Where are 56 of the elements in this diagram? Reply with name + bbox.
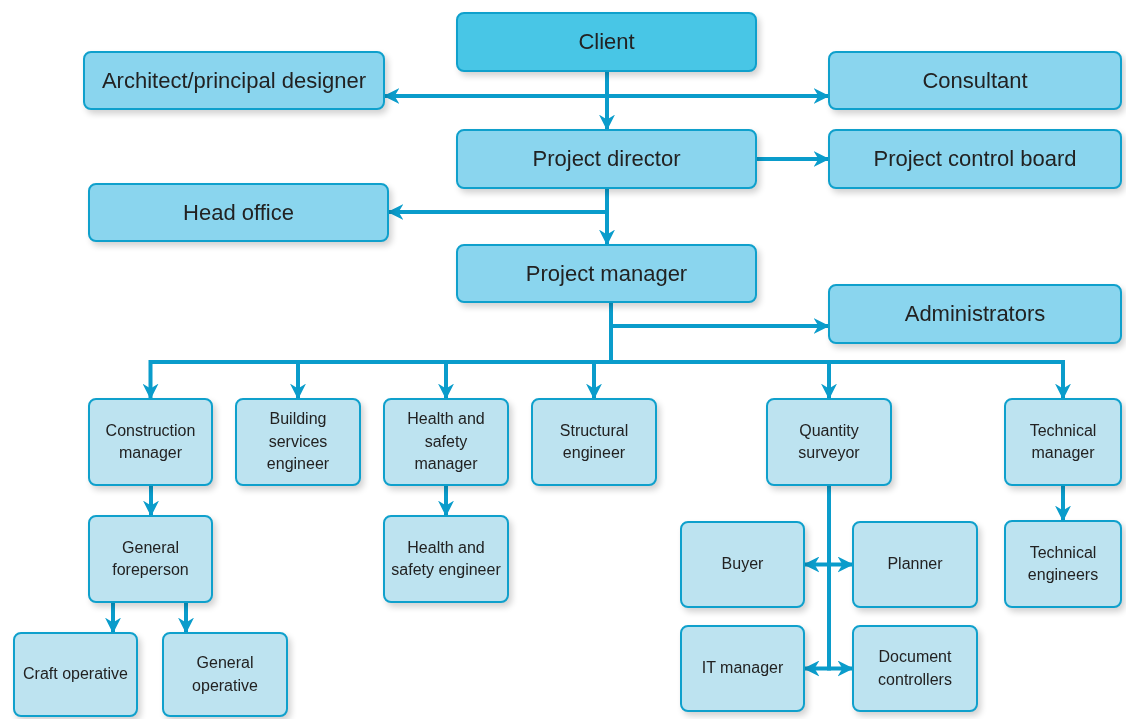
- role-box: [88, 398, 213, 486]
- connector-arrow: [827, 486, 854, 677]
- role-label: Craft operative: [23, 664, 128, 685]
- role-box: [680, 625, 805, 712]
- role-label: Project director: [532, 146, 681, 172]
- connector-arrow: [438, 486, 454, 517]
- role-box: [456, 12, 757, 72]
- role-box: [828, 51, 1122, 110]
- role-label: Technical manager: [1028, 420, 1098, 463]
- role-label: Consultant: [922, 67, 1028, 94]
- role-box: [828, 284, 1122, 344]
- role-label: Planner: [887, 554, 943, 575]
- role-label: Administrators: [904, 301, 1046, 327]
- role-label: Architect/principal designer: [101, 67, 367, 94]
- role-label: Building services engineer: [265, 409, 331, 475]
- role-box: [1004, 398, 1122, 486]
- role-label: Head office: [183, 199, 294, 226]
- connector-arrow: [105, 603, 121, 634]
- role-box: [852, 625, 978, 712]
- role-box: [1004, 520, 1122, 608]
- role-box: [383, 398, 509, 486]
- connector-arrow: [609, 303, 1071, 400]
- role-label: Buyer: [721, 554, 764, 575]
- role-box: [83, 51, 385, 110]
- connector-arrow: [599, 189, 615, 246]
- role-label: General foreperson: [111, 537, 190, 580]
- role-label: Construction manager: [104, 420, 197, 463]
- role-box: [531, 398, 657, 486]
- role-box: [88, 515, 213, 603]
- role-box: [13, 632, 138, 717]
- role-box: [162, 632, 288, 717]
- role-box: [235, 398, 361, 486]
- role-label: Project manager: [525, 260, 688, 287]
- role-box: [680, 521, 805, 608]
- connector-arrow: [599, 72, 615, 131]
- role-box: [383, 515, 509, 603]
- role-label: Document controllers: [877, 647, 953, 690]
- connector-arrow: [757, 151, 830, 167]
- role-box: [456, 244, 757, 303]
- role-label: Technical engineers: [1026, 542, 1100, 585]
- connector-arrow: [143, 486, 159, 517]
- role-label: Health and safety engineer: [391, 537, 501, 580]
- role-label: General operative: [191, 653, 259, 696]
- role-label: Client: [578, 29, 635, 55]
- role-label: IT manager: [701, 658, 784, 679]
- connector-arrow: [1055, 486, 1071, 522]
- role-label: Quantity surveyor: [797, 420, 861, 463]
- role-box: [852, 521, 978, 608]
- role-box: [828, 129, 1122, 189]
- role-box: [456, 129, 757, 189]
- connector-arrow: [178, 603, 194, 634]
- role-box: [766, 398, 892, 486]
- role-label: Project control board: [873, 146, 1077, 172]
- role-label: Structural engineer: [558, 420, 630, 463]
- role-box: [88, 183, 389, 242]
- role-label: Health and safety manager: [406, 409, 486, 475]
